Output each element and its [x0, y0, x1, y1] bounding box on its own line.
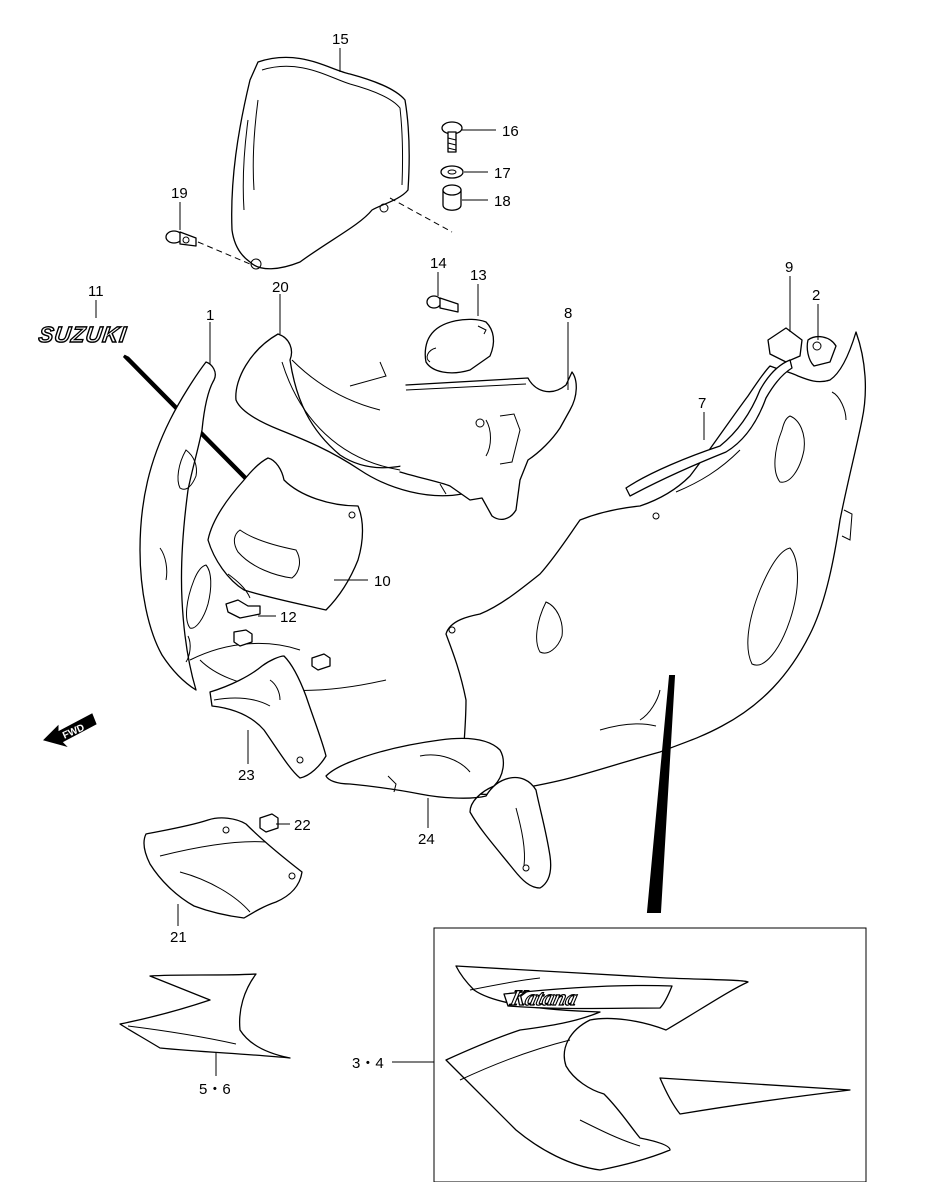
under-cover: [143, 817, 303, 919]
decal-left: [119, 973, 291, 1059]
forward-arrow: FWD: [43, 713, 97, 747]
nut-left: [233, 629, 253, 647]
meter-panel: [399, 371, 577, 521]
callout-16: 16: [502, 123, 519, 140]
decal-set-frame: [433, 927, 867, 1182]
mounting-line-right: [389, 197, 453, 233]
fastener-2: [806, 335, 837, 367]
callout-21: 21: [170, 929, 187, 946]
washer: [440, 165, 464, 179]
callout-15: 15: [332, 31, 349, 48]
nut-22: [259, 813, 279, 833]
callout-7: 7: [698, 395, 706, 412]
callout-12: 12: [280, 609, 297, 626]
suzuki-emblem: SUZUKI: [37, 322, 128, 347]
corner-bracket: [767, 327, 803, 363]
trim-strip: [625, 359, 793, 497]
lower-cowl: [325, 737, 552, 889]
left-side-cowl: [139, 361, 387, 691]
decal-set-leader: [646, 675, 676, 913]
screw-14: [426, 295, 459, 313]
callout-20: 20: [272, 279, 289, 296]
callout-2: 2: [812, 287, 820, 304]
cover-plate: [424, 318, 495, 374]
decal-set: Katana: [445, 965, 851, 1171]
callout-22: 22: [294, 817, 311, 834]
inner-panel: [207, 457, 364, 611]
callout-23: 23: [238, 767, 255, 784]
callout-24: 24: [418, 831, 435, 848]
callout-9: 9: [785, 259, 793, 276]
decal-logo: Katana: [507, 985, 580, 1010]
clip-12: [225, 599, 261, 619]
windscreen: [231, 56, 410, 270]
callout-14: 14: [430, 255, 447, 272]
callout-5-6: 5・6: [199, 1081, 231, 1098]
callout-8: 8: [564, 305, 572, 322]
windscreen-bolt: [165, 230, 197, 247]
callout-17: 17: [494, 165, 511, 182]
callout-11: 11: [88, 283, 104, 300]
callout-1: 1: [206, 307, 214, 324]
callout-18: 18: [494, 193, 511, 210]
center-bracket: [209, 655, 327, 779]
svg-text:FWD: FWD: [61, 722, 86, 741]
callout-19: 19: [171, 185, 188, 202]
grommet: [442, 184, 462, 211]
screw: [441, 121, 463, 153]
callout-3-4: 3・4: [352, 1055, 384, 1072]
nut-center: [311, 653, 331, 671]
callout-13: 13: [470, 267, 487, 284]
callout-10: 10: [374, 573, 391, 590]
